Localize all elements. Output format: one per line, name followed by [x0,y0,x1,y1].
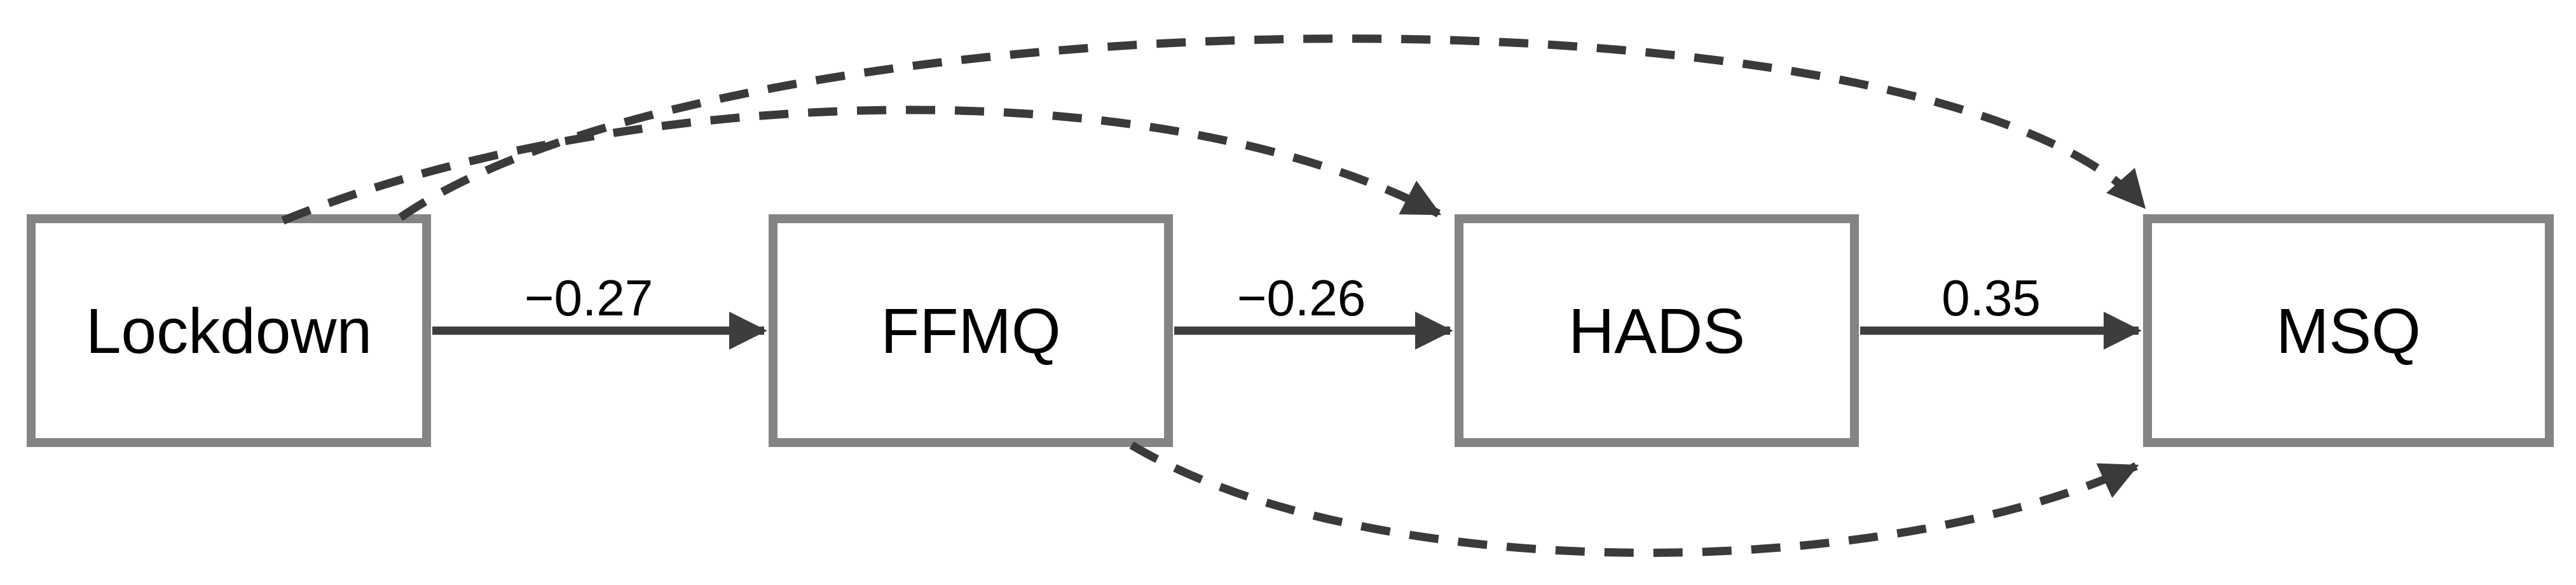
node-label-ffmq: FFMQ [880,296,1060,367]
dashed-curve-ffmq-to-msq [1129,441,2139,557]
node-label-hads: HADS [1568,296,1745,367]
dashed-curve-lockdown-to-hads [281,106,1442,225]
node-label-lockdown: Lockdown [86,296,372,367]
node-box-ffmq [769,214,1173,447]
coefficient-hads-msq: 0.35 [1942,270,2041,326]
dashed-curve-lockdown-to-msq [398,34,2147,221]
node-box-lockdown [27,214,431,447]
coefficient-ffmq-hads: −0.26 [1237,270,1366,326]
node-box-msq [2143,214,2554,447]
coefficient-lockdown-ffmq: −0.27 [524,270,653,326]
node-box-hads [1455,214,1859,447]
node-label-msq: MSQ [2276,296,2421,367]
